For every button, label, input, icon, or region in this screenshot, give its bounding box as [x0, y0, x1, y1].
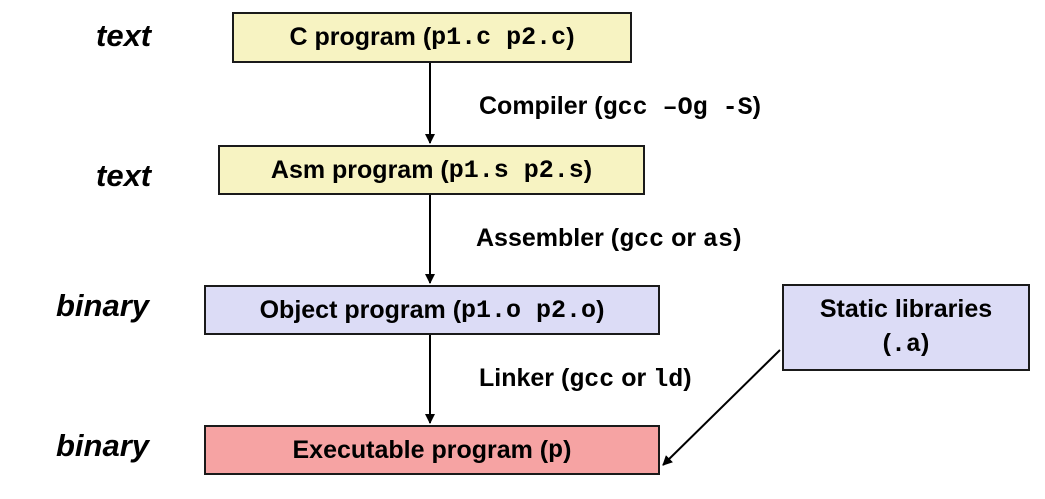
c-program-box-suffix: ): [566, 23, 575, 51]
linker-step-or: or: [614, 364, 654, 392]
linker-step-command-2: ld: [653, 365, 684, 394]
linker-step-name: Linker (: [479, 364, 570, 392]
c-program-box-files: p1.c p2.c: [431, 23, 567, 52]
assembler-step-command-2: as: [703, 225, 734, 254]
compiler-step-command: gcc –Og -S: [602, 93, 753, 122]
compiler-step-close: ): [752, 92, 761, 120]
asm-program-box-files: p1.s p2.s: [448, 155, 584, 185]
asm-program-box: Asm program (p1.s p2.s): [218, 145, 645, 195]
c-program-box-prefix: C program (: [289, 23, 432, 51]
static-libraries-ext-code: .a: [890, 330, 921, 359]
executable-program-box: Executable program (p): [204, 425, 660, 475]
static-libraries-extension: (.a): [883, 327, 930, 362]
assembler-step-or: or: [664, 224, 704, 252]
static-libraries-paren-open: (: [882, 329, 891, 357]
asm-program-box-prefix: Asm program (: [270, 155, 449, 184]
type-label-executable-program: binary: [56, 428, 150, 463]
executable-program-box-suffix: ): [563, 435, 572, 464]
asm-program-box-suffix: ): [583, 155, 593, 184]
executable-program-box-file: p: [548, 435, 564, 465]
type-label-c-program: text: [96, 18, 152, 53]
linker-step-command-1: gcc: [569, 365, 615, 394]
assembler-step-label: Assembler (gcc or as): [476, 224, 742, 254]
static-libraries-title: Static libraries: [819, 295, 993, 324]
object-program-box: Object program (p1.o p2.o): [204, 285, 660, 335]
static-libraries-paren-close: ): [921, 329, 930, 357]
linker-step-close: ): [683, 364, 692, 392]
executable-program-box-prefix: Executable program (: [292, 435, 549, 464]
assembler-step-close: ): [733, 224, 742, 252]
assembler-step-command-1: gcc: [619, 225, 665, 254]
linker-step-label: Linker (gcc or ld): [479, 364, 692, 394]
object-program-box-files: p1.o p2.o: [461, 295, 597, 325]
compiler-step-label: Compiler (gcc –Og -S): [479, 92, 761, 122]
type-label-object-program: binary: [56, 288, 150, 323]
object-program-box-suffix: ): [596, 295, 605, 324]
static-libraries-box: Static libraries (.a): [782, 284, 1030, 371]
c-program-box: C program (p1.c p2.c): [232, 12, 632, 63]
object-program-box-prefix: Object program (: [259, 295, 462, 324]
compiler-step-name: Compiler (: [479, 92, 603, 120]
type-label-asm-program: text: [96, 158, 152, 193]
assembler-step-name: Assembler (: [476, 224, 620, 252]
